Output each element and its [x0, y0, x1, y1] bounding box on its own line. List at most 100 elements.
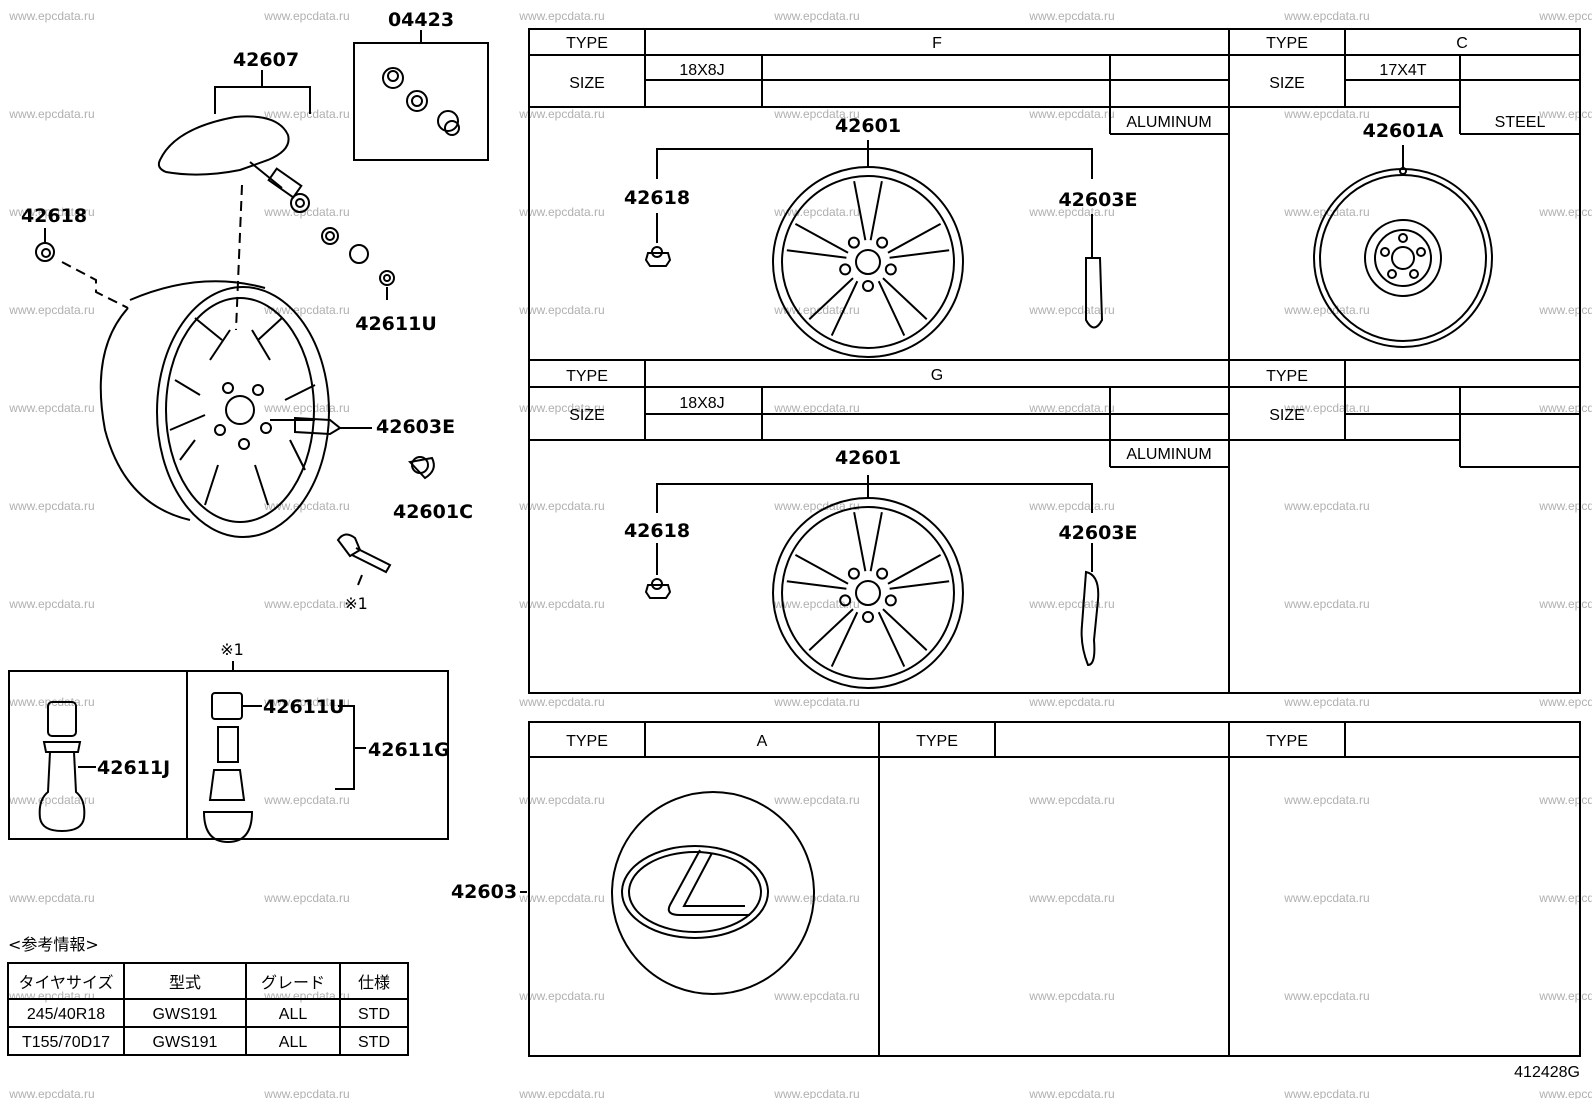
ref-data-cell: T155/70D17: [22, 1034, 110, 1051]
label-42607: 42607: [233, 49, 299, 71]
wheel-spoke: [808, 277, 859, 336]
panel-f-label-42618: 42618: [624, 187, 690, 209]
watermark-text: www.epcdata.ru: [1028, 401, 1114, 415]
watermark-text: www.epcdata.ru: [8, 891, 94, 905]
wheel-f-icon: [772, 166, 964, 358]
watermark-text: www.epcdata.ru: [1028, 989, 1114, 1003]
wheel-spoke: [808, 608, 859, 667]
lug-hole: [839, 263, 852, 276]
ref-mark-1: ※1: [344, 594, 368, 613]
watermark-text: www.epcdata.ru: [1538, 107, 1592, 121]
panel-c-size-label: SIZE: [1269, 75, 1305, 92]
watermark-text: www.epcdata.ru: [518, 597, 604, 611]
rubber-valve-icon: [38, 701, 96, 833]
panel-c-type-label: TYPE: [1266, 35, 1308, 52]
watermark-text: www.epcdata.ru: [263, 1087, 349, 1099]
lug-hole: [884, 594, 897, 607]
panel-f-label-42603e: 42603E: [1058, 189, 1137, 211]
watermark-text: www.epcdata.ru: [1538, 793, 1592, 807]
watermark-text: www.epcdata.ru: [8, 107, 94, 121]
ref-data-cell: GWS191: [153, 1006, 218, 1023]
watermark-text: www.epcdata.ru: [1028, 695, 1114, 709]
label-42611u: 42611U: [355, 313, 437, 335]
panels-grid: [528, 28, 1581, 1057]
watermark-text: www.epcdata.ru: [518, 499, 604, 513]
wheel-spoke: [887, 222, 950, 259]
panel-f-size-value: 18X8J: [679, 62, 724, 79]
panel-a-type-value: A: [757, 733, 768, 750]
cap-42601c-icon: [408, 456, 435, 480]
watermark-text: www.epcdata.ru: [773, 597, 859, 611]
watermark-text: www.epcdata.ru: [8, 9, 94, 23]
watermark-text: www.epcdata.ru: [1283, 989, 1369, 1003]
label-42611j: 42611J: [97, 757, 170, 779]
label-42601c: 42601C: [393, 501, 473, 523]
watermark-text: www.epcdata.ru: [1028, 107, 1114, 121]
panel-c-type-value: C: [1456, 35, 1468, 52]
panel-g-label-42618: 42618: [624, 520, 690, 542]
panel-g-label-42603e: 42603E: [1058, 522, 1137, 544]
panel-a-drawing: [520, 791, 815, 995]
tpms-sensor-icon: [157, 115, 303, 199]
watermark-text: www.epcdata.ru: [1283, 597, 1369, 611]
watermark-text: www.epcdata.ru: [1283, 107, 1369, 121]
panel-empty1-type-label: TYPE: [1266, 368, 1308, 385]
watermark-text: www.epcdata.ru: [518, 989, 604, 1003]
panel-g-size-label: SIZE: [569, 407, 605, 424]
watermark-text: www.epcdata.ru: [518, 9, 604, 23]
panel-g-type-value: G: [931, 367, 943, 384]
watermark-text: www.epcdata.ru: [1538, 401, 1592, 415]
watermark-text: www.epcdata.ru: [1028, 205, 1114, 219]
ref-data-cell: 245/40R18: [27, 1006, 105, 1023]
panel-f-material: ALUMINUM: [1126, 114, 1211, 131]
panel-empty2-type-label: TYPE: [916, 733, 958, 750]
label-42603e: 42603E: [376, 416, 455, 438]
watermark-text: www.epcdata.ru: [518, 205, 604, 219]
label-42611u-box: 42611U: [263, 696, 345, 718]
watermark-text: www.epcdata.ru: [773, 401, 859, 415]
spare-wheel-icon: [1313, 168, 1493, 348]
panel-f-type-value: F: [932, 35, 942, 52]
ref-data-cell: STD: [358, 1006, 390, 1023]
wheel-spoke: [853, 180, 883, 241]
watermark-text: www.epcdata.ru: [1283, 499, 1369, 513]
left-exploded-view: [35, 30, 489, 586]
watermark-text: www.epcdata.ru: [8, 793, 94, 807]
panel-c-drawing: [1313, 145, 1493, 348]
panel-f-label-42601: 42601: [835, 115, 901, 137]
diagram-code: 412428G: [1514, 1064, 1580, 1081]
watermark-text: www.epcdata.ru: [518, 303, 604, 317]
wheel-spoke: [786, 222, 849, 259]
panel-c-size-value: 17X4T: [1379, 62, 1426, 79]
ref-header-cell: 型式: [169, 973, 201, 992]
watermark-text: www.epcdata.ru: [1283, 9, 1369, 23]
watermark-text: www.epcdata.ru: [518, 1087, 604, 1099]
valve-box: [8, 661, 449, 844]
ref-header-cell: タイヤサイズ: [18, 973, 113, 992]
wheel-spoke: [887, 553, 950, 590]
panel-a-type-label: TYPE: [566, 733, 608, 750]
ref-data-cell: STD: [358, 1034, 390, 1051]
watermark-text: www.epcdata.ru: [8, 597, 94, 611]
ref-info-table: [7, 962, 409, 1056]
wheel-spoke: [877, 277, 928, 336]
watermark-text: www.epcdata.ru: [773, 107, 859, 121]
watermark-text: www.epcdata.ru: [1283, 793, 1369, 807]
watermark-text: www.epcdata.ru: [773, 891, 859, 905]
panel-c-material: STEEL: [1495, 114, 1546, 131]
ref-data-cell: ALL: [279, 1006, 308, 1023]
watermark-text: www.epcdata.ru: [1028, 891, 1114, 905]
watermark-text: www.epcdata.ru: [263, 303, 349, 317]
watermark-text: www.epcdata.ru: [1538, 695, 1592, 709]
watermark-text: www.epcdata.ru: [1283, 1087, 1369, 1099]
label-42611g: 42611G: [368, 739, 450, 761]
panel-f-size-label: SIZE: [569, 75, 605, 92]
panel-g-label-42601: 42601: [835, 447, 901, 469]
watermark-text: www.epcdata.ru: [8, 205, 94, 219]
watermark-text: www.epcdata.ru: [8, 401, 94, 415]
watermark-text: www.epcdata.ru: [1028, 303, 1114, 317]
watermark-text: www.epcdata.ru: [263, 499, 349, 513]
watermark-text: www.epcdata.ru: [1538, 9, 1592, 23]
watermark-text: www.epcdata.ru: [773, 695, 859, 709]
